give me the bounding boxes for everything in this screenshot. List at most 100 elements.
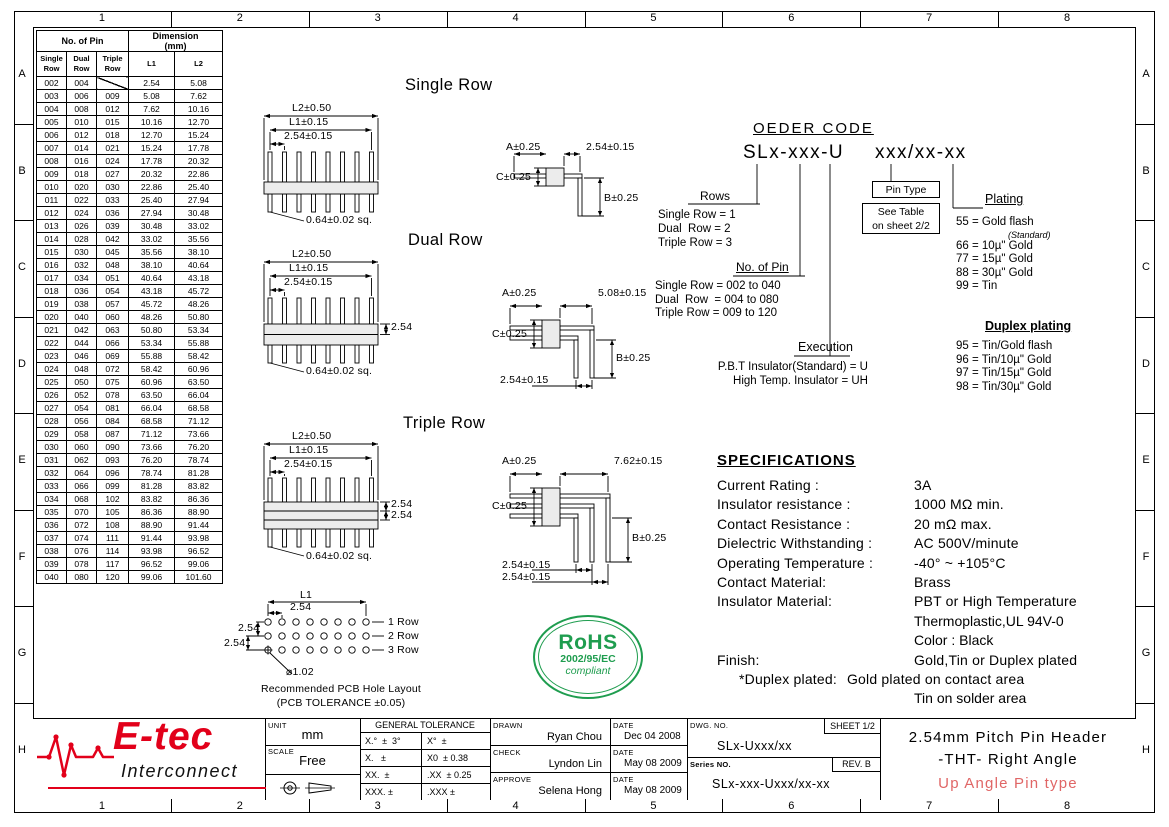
pin-table-cell: 084 [95,414,130,428]
pin-table-cell: 35.56 [128,245,176,259]
pin-table-cell: 022 [36,336,67,350]
pin-table-cell: 27.94 [128,206,176,220]
spec-extra-line: Color : Black [914,632,994,649]
pin-table-cell: 042 [95,232,130,246]
dim-label: 2.54±0.15 [284,276,333,288]
zone-col-label-top: 5 [650,12,657,24]
zone-tick [446,799,448,813]
pin-table-cell: 066 [95,336,130,350]
spec-value: Brass [914,574,951,591]
pin-table-cell: 40.64 [128,271,176,285]
pin-table-cell: 019 [36,297,67,311]
spec-value: -40° ~ +105°C [914,554,1006,571]
rows-heading: Rows [700,189,731,203]
col-header-l1: L1 [128,51,176,77]
spec-value: AC 500V/minute [914,535,1019,552]
pin-table-cell: 43.18 [174,271,224,285]
pin-table-cell: 111 [95,531,130,545]
duplex-option: 97 = Tin/15µ" Gold [956,367,1052,379]
zone-col-label-top: 2 [236,12,243,24]
dual-row-title: Dual Row [408,231,483,249]
dim-label: C±0.25 [492,500,527,512]
spec-row: *Duplex plated:Gold plated on contact ar… [717,670,1145,689]
pin-table-cell: 072 [95,362,130,376]
pin-table-cell: 86.36 [174,492,224,506]
pin-table-cell: 38.10 [174,245,224,259]
pin-table-cell: 012 [36,206,67,220]
execution-option: High Temp. Insulator = UH [733,375,868,387]
cell-divider [265,774,360,775]
pin-table-cell: 015 [36,245,67,259]
pin-table-cell: 090 [95,440,130,454]
order-code-section: OEDER CODE SLx-xxx-U xxx/xx-xx Rows Sing… [648,120,1118,412]
tolerance-cell: X.° ± 3° [360,733,422,749]
zone-col-label-bottom: 8 [1064,800,1071,812]
pin-table-cell: 20.32 [174,154,224,168]
zone-tick [722,799,724,813]
pin-table-cell: 60.96 [174,362,224,376]
pin-table-cell: 105 [95,505,130,519]
pin-table-cell: 032 [36,466,67,480]
spec-label: Dielectric Withstanding : [717,535,873,552]
pin-table-cell: 004 [36,102,67,116]
single-row-side-drawing [513,151,604,217]
spec-label: Finish: [717,651,760,668]
brand-name: E-tec [113,715,214,758]
pin-table-cell: 042 [66,323,97,337]
pin-table-cell: 018 [36,284,67,298]
spec-row: Operating Temperature :-40° ~ +105°C [717,554,1145,573]
tolerance-cell: X. ± [360,750,422,766]
pin-table-cell: 99.06 [128,570,176,584]
pin-table-cell: 062 [66,453,97,467]
zone-row-label-left: G [17,647,27,660]
tolerance-row: XX. ±.XX ± 0.25 [360,766,490,783]
pin-table-cell: 046 [66,349,97,363]
dim-label: L1 [300,589,313,601]
pin-table-cell: 030 [36,440,67,454]
pin-table-cell: 030 [95,180,130,194]
pin-type-note-box: See Table on sheet 2/2 [862,203,940,234]
plating-option: 77 = 15µ" Gold [956,253,1033,265]
spec-row: Dielectric Withstanding : AC 500V/minute [717,534,1145,553]
title-block-divider [490,719,491,800]
rohs-compliant: compliant [565,665,611,677]
pin-table-cell: 093 [95,453,130,467]
zone-row-label-right: G [1141,647,1151,660]
pin-table-cell: 50.80 [174,310,224,324]
pin-table-cell: 075 [95,375,130,389]
zone-tick [860,799,862,813]
spec-label: Insulator resistance : [717,496,851,513]
zone-tick [584,799,586,813]
zone-tick [14,702,33,704]
pin-table-cell: 81.28 [128,479,176,493]
zone-tick [860,11,862,27]
pin-table-cell: 78.74 [128,466,176,480]
pin-table-cell: 71.12 [174,414,224,428]
zone-col-label-top: 8 [1064,12,1071,24]
pin-table-cell: 002 [36,76,67,90]
pin-table-cell: 73.66 [174,427,224,441]
triple-row-front-drawing [263,441,390,557]
zone-row-label-right: D [1142,357,1150,370]
zone-col-label-top: 7 [926,12,933,24]
pin-table-cell: 052 [66,388,97,402]
duplex-option: 95 = Tin/Gold flash [956,340,1053,352]
general-tolerance-cell: GENERAL TOLERANCE X.° ± 3°X° ±X. ±X0 ± 0… [360,719,490,800]
dim-label: 2.54±0.15 [586,141,635,153]
pin-table-cell: 087 [95,427,130,441]
zone-row-label-left: B [18,164,26,177]
pin-table-group-pins: No. of Pin [35,30,130,52]
